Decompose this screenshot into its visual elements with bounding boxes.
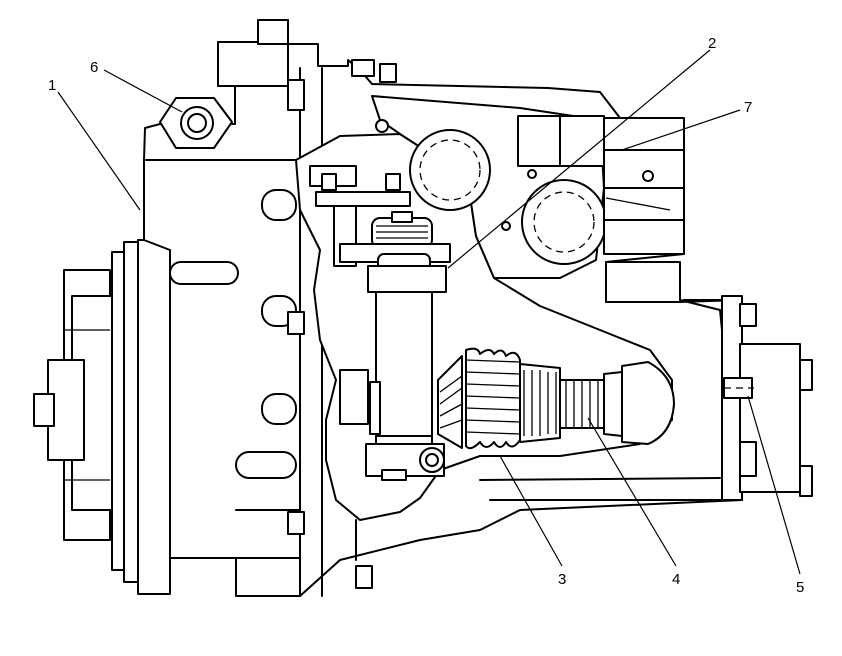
callout-4: 4 [672,571,680,588]
top-fitting [217,19,397,87]
leader-2 [447,49,711,269]
lower-housing [355,477,723,561]
pivot-bracket [339,369,445,481]
leader-3 [499,455,563,567]
callout-1: 1 [48,77,56,94]
idle-spring [559,361,675,445]
control-sleeve [367,265,447,445]
callout-labels: 1 2 3 4 5 6 7 [48,35,804,596]
head-bores [371,95,607,279]
callout-2: 2 [708,35,716,52]
callout-5: 5 [796,579,804,596]
leader-7 [621,109,741,151]
leader-1 [57,91,141,211]
callout-leaders [57,49,801,575]
shutoff-block [603,117,685,303]
drive-flange [111,239,171,595]
leader-5 [747,395,801,575]
callout-6: 6 [90,59,98,76]
leader-6 [103,69,183,113]
end-cover [679,295,813,501]
drive-gear [33,269,113,541]
leader-4 [587,417,677,567]
governor-spring [437,347,561,450]
callout-3: 3 [558,571,566,588]
callout-7: 7 [744,99,752,116]
